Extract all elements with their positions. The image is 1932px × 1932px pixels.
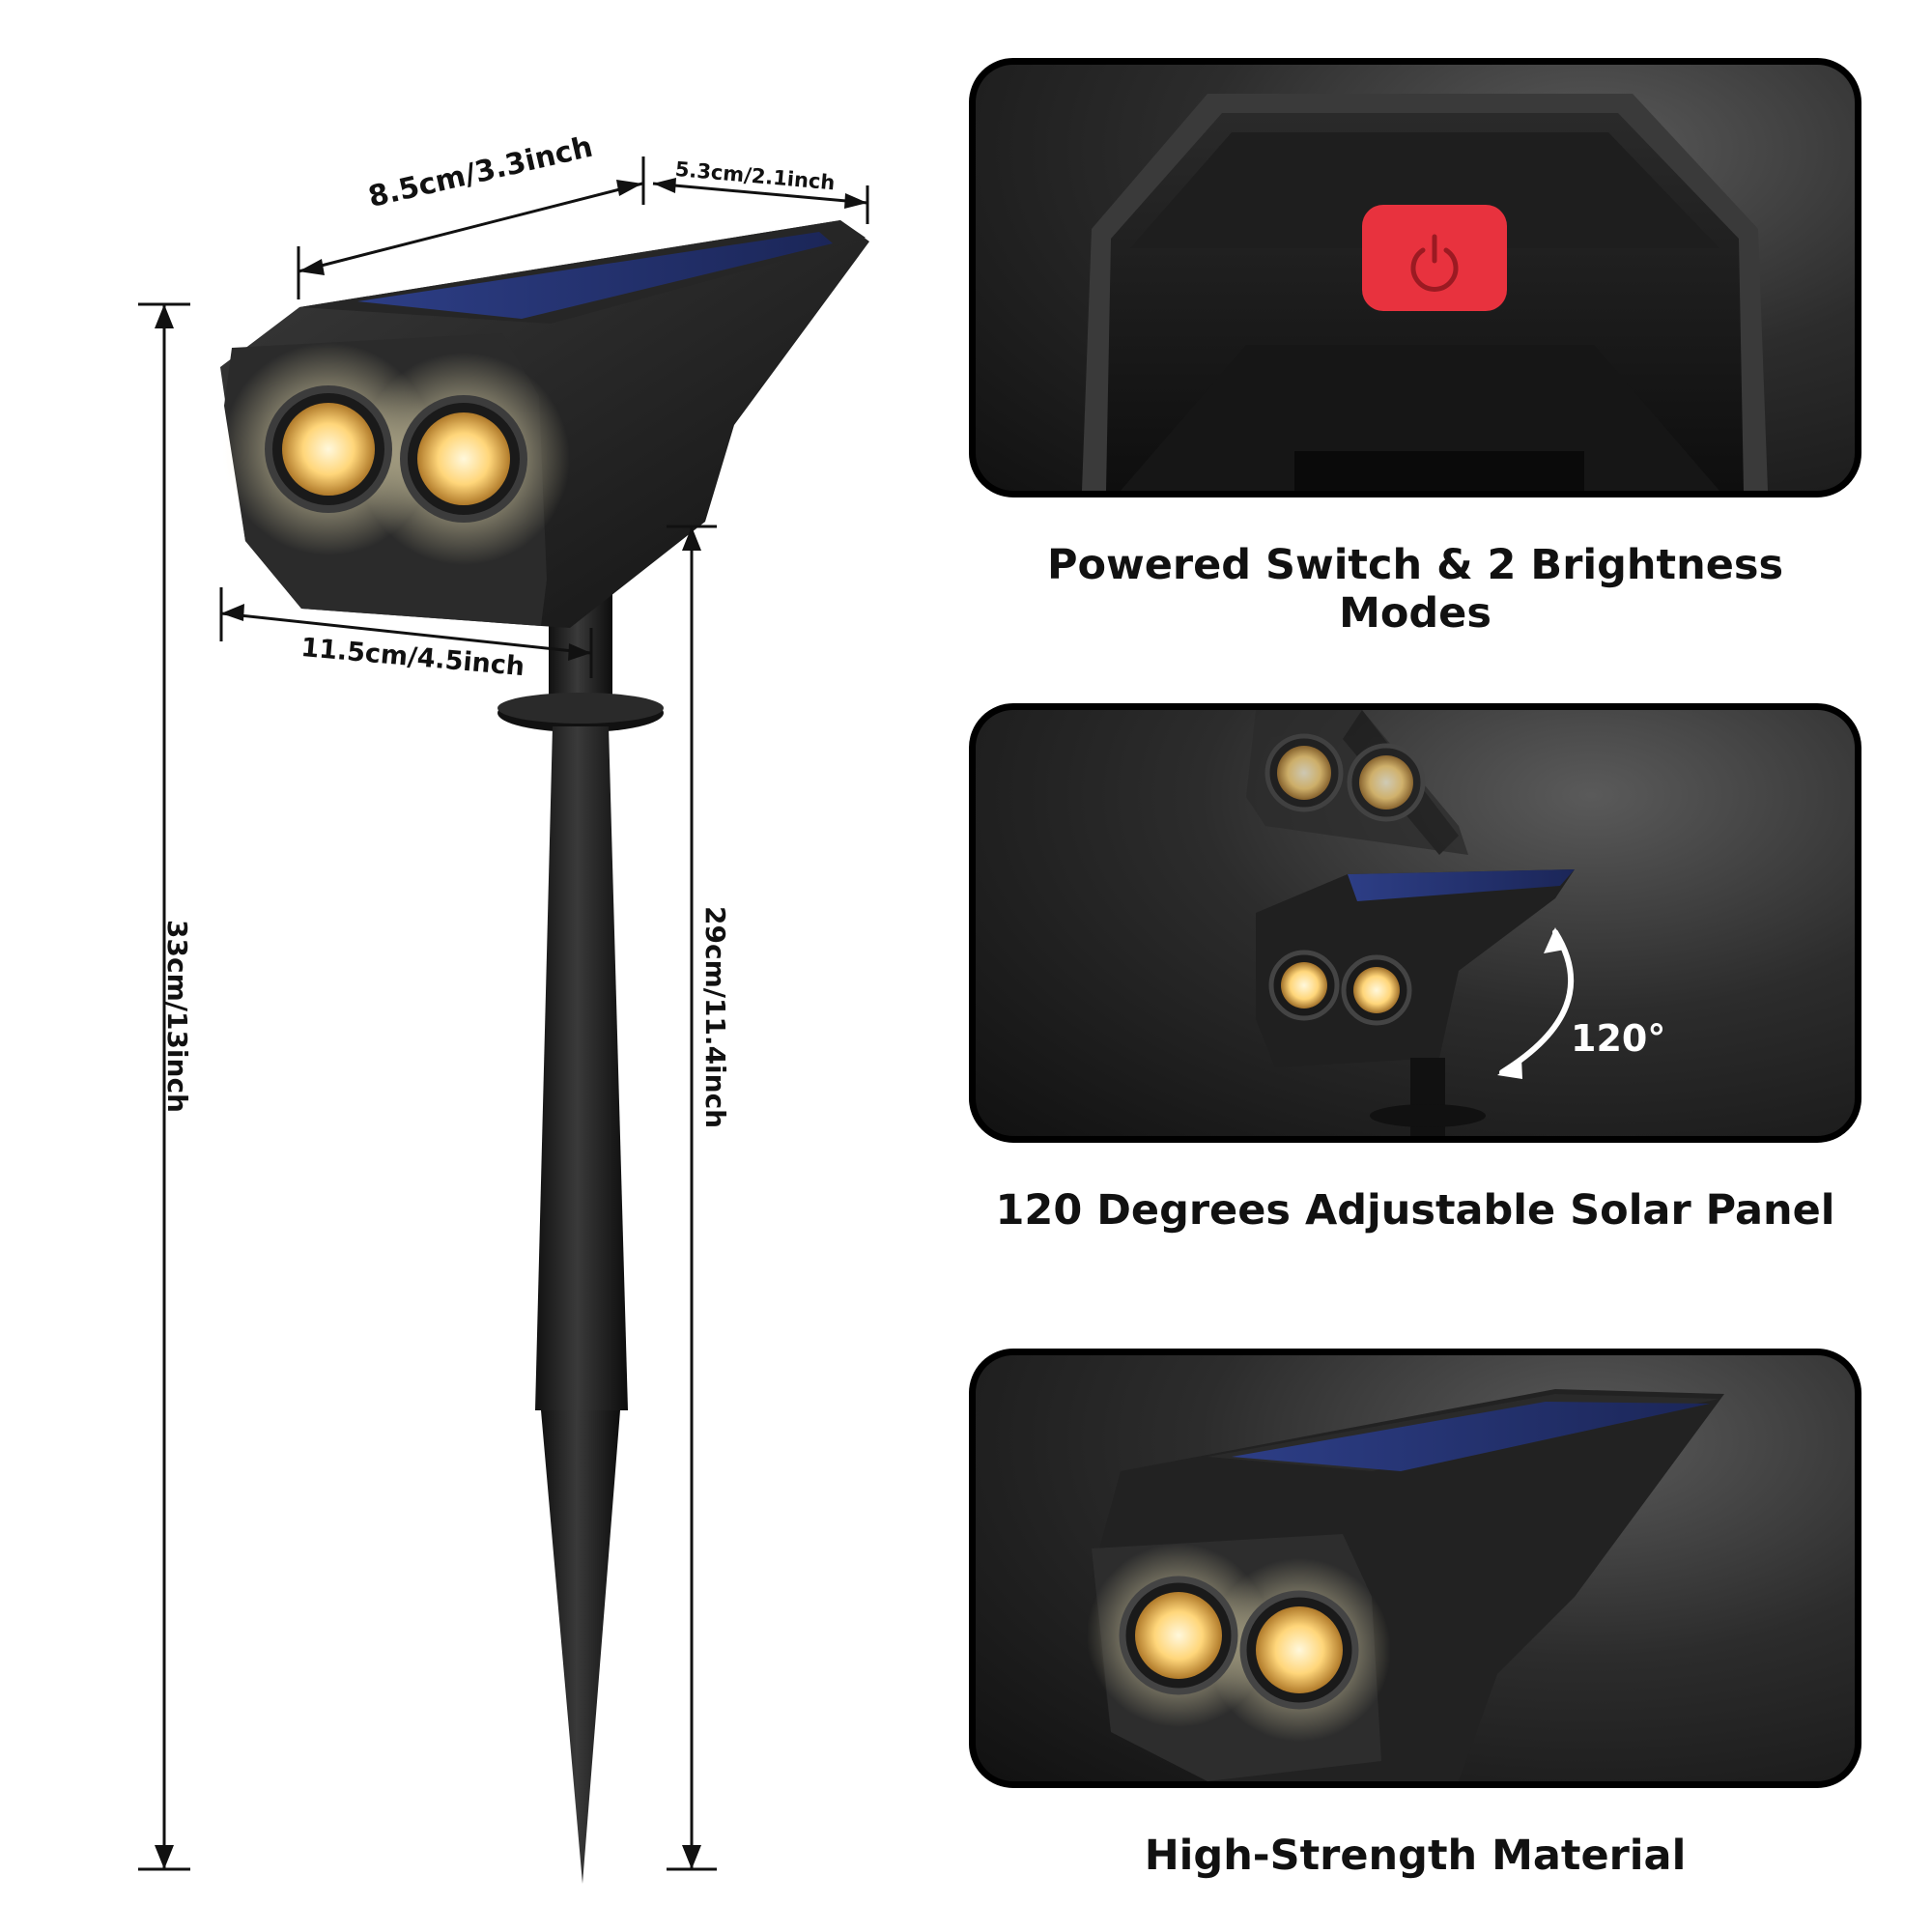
ground-stake [497,526,664,1884]
switch-closeup-illustration [1082,94,1768,491]
solar-panel [1348,869,1575,901]
solar-panel [357,232,833,319]
feature-panel-adjustable: 120° [969,703,1861,1143]
dimension-arrows [155,178,867,1869]
rotation-arrow-icon [1499,929,1575,1075]
product-dimension-illustration [138,156,869,1884]
dimension-total-height: 33cm/13inch [161,920,193,1113]
adjustable-angle-illustration [1246,710,1575,1136]
feature-panel-material [969,1349,1861,1788]
caption-adjustable: 120 Degrees Adjustable Solar Panel [995,1186,1835,1235]
caption-material: High-Strength Material [1144,1832,1687,1880]
solar-panel [1232,1402,1710,1471]
power-icon [1410,234,1459,292]
caption-switch: Powered Switch & 2 Brightness Modes [1046,541,1784,638]
angle-label: 120° [1571,1017,1666,1060]
light-head [220,220,869,628]
dimension-stake-height: 29cm/11.4inch [699,906,731,1129]
feature-panel-switch [969,58,1861,497]
material-illustration [1087,1389,1724,1781]
